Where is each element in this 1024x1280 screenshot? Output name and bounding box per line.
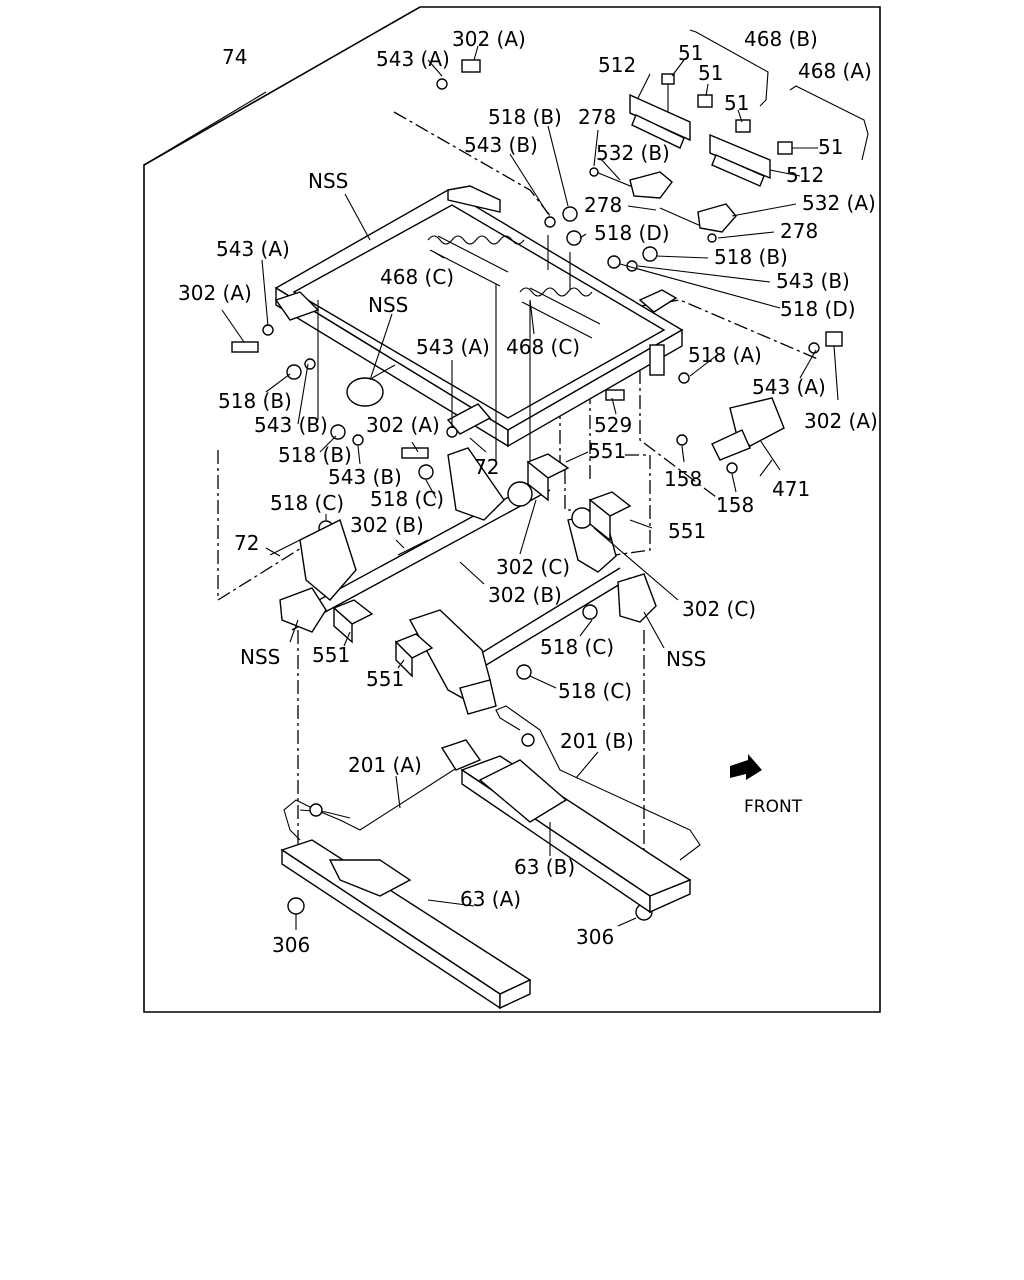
label-302a: 302 (A) [452, 27, 526, 51]
label-302a: 302 (A) [804, 409, 878, 433]
label-63b: 63 (B) [514, 855, 575, 879]
label-nss: NSS [308, 169, 348, 193]
label-512: 512 [786, 163, 824, 187]
label-front: FRONT [744, 797, 803, 817]
lever-532a [659, 203, 737, 243]
label-518d: 518 (D) [780, 297, 856, 321]
label-543b: 543 (B) [328, 465, 402, 489]
nss-clamp [346, 364, 396, 407]
label-543a: 543 (A) [752, 375, 826, 399]
label-551: 551 [366, 667, 404, 691]
label-278: 278 [578, 105, 616, 129]
label-551: 551 [312, 643, 350, 667]
label-302c: 302 (C) [496, 555, 570, 579]
leader-lines [143, 45, 839, 930]
label-306: 306 [272, 933, 310, 957]
label-nss: NSS [368, 293, 408, 317]
rod-468b [689, 29, 769, 107]
label-518c: 518 (C) [270, 491, 344, 515]
bracket-512-b [709, 119, 793, 187]
label-543b: 543 (B) [776, 269, 850, 293]
label-512: 512 [598, 53, 636, 77]
label-201b: 201 (B) [560, 729, 634, 753]
label-nss: NSS [666, 647, 706, 671]
diagram-frame [143, 6, 881, 1013]
label-158: 158 [664, 467, 702, 491]
label-518b: 518 (B) [488, 105, 562, 129]
label-468c: 468 (C) [380, 265, 454, 289]
fasteners [231, 59, 843, 921]
label-302b: 302 (B) [488, 583, 562, 607]
label-278: 278 [780, 219, 818, 243]
label-529: 529 [594, 413, 632, 437]
label-468b: 468 (B) [744, 27, 818, 51]
lever-532b [589, 167, 673, 199]
label-543b: 543 (B) [254, 413, 328, 437]
block-551 [332, 453, 632, 678]
label-551: 551 [588, 439, 626, 463]
label-302c: 302 (C) [682, 597, 756, 621]
front-arrow-icon [730, 754, 762, 780]
label-543b: 543 (B) [464, 133, 538, 157]
label-518c: 518 (C) [558, 679, 632, 703]
cables-201 [283, 705, 701, 861]
seat-rail-63a [280, 839, 532, 1010]
label-74: 74 [222, 45, 247, 69]
label-302b: 302 (B) [350, 513, 424, 537]
label-543a: 543 (A) [416, 335, 490, 359]
label-532b: 532 (B) [596, 141, 670, 165]
label-51: 51 [818, 135, 843, 159]
spring-468c-b [519, 287, 601, 470]
cover-471 [711, 397, 785, 471]
label-543a: 543 (A) [216, 237, 290, 261]
label-518b: 518 (B) [278, 443, 352, 467]
label-471: 471 [772, 477, 810, 501]
label-468c: 468 (C) [506, 335, 580, 359]
label-51: 51 [724, 91, 749, 115]
label-302a: 302 (A) [366, 413, 440, 437]
seat-rail-63b [440, 739, 692, 914]
label-72: 72 [474, 455, 499, 479]
label-51: 51 [698, 61, 723, 85]
label-518d: 518 (D) [594, 221, 670, 245]
label-518c: 518 (C) [370, 487, 444, 511]
label-nss: NSS [240, 645, 280, 669]
label-543a: 543 (A) [376, 47, 450, 71]
label-551: 551 [668, 519, 706, 543]
label-63a: 63 (A) [460, 887, 521, 911]
label-532a: 532 (A) [802, 191, 876, 215]
lift-mechanism [269, 447, 657, 715]
label-468a: 468 (A) [798, 59, 872, 83]
label-306: 306 [576, 925, 614, 949]
label-302a: 302 (A) [178, 281, 252, 305]
bracket-512-a [629, 73, 713, 149]
label-158: 158 [716, 493, 754, 517]
label-518a: 518 (A) [688, 343, 762, 367]
callout-labels: 74 302 (A) 543 (A) 468 (B) 512 51 51 468… [178, 27, 878, 957]
label-51: 51 [678, 41, 703, 65]
label-518c: 518 (C) [540, 635, 614, 659]
rod-468a [789, 85, 869, 161]
label-72: 72 [234, 531, 259, 555]
label-518b: 518 (B) [714, 245, 788, 269]
label-518b: 518 (B) [218, 389, 292, 413]
label-201a: 201 (A) [348, 753, 422, 777]
label-278: 278 [584, 193, 622, 217]
